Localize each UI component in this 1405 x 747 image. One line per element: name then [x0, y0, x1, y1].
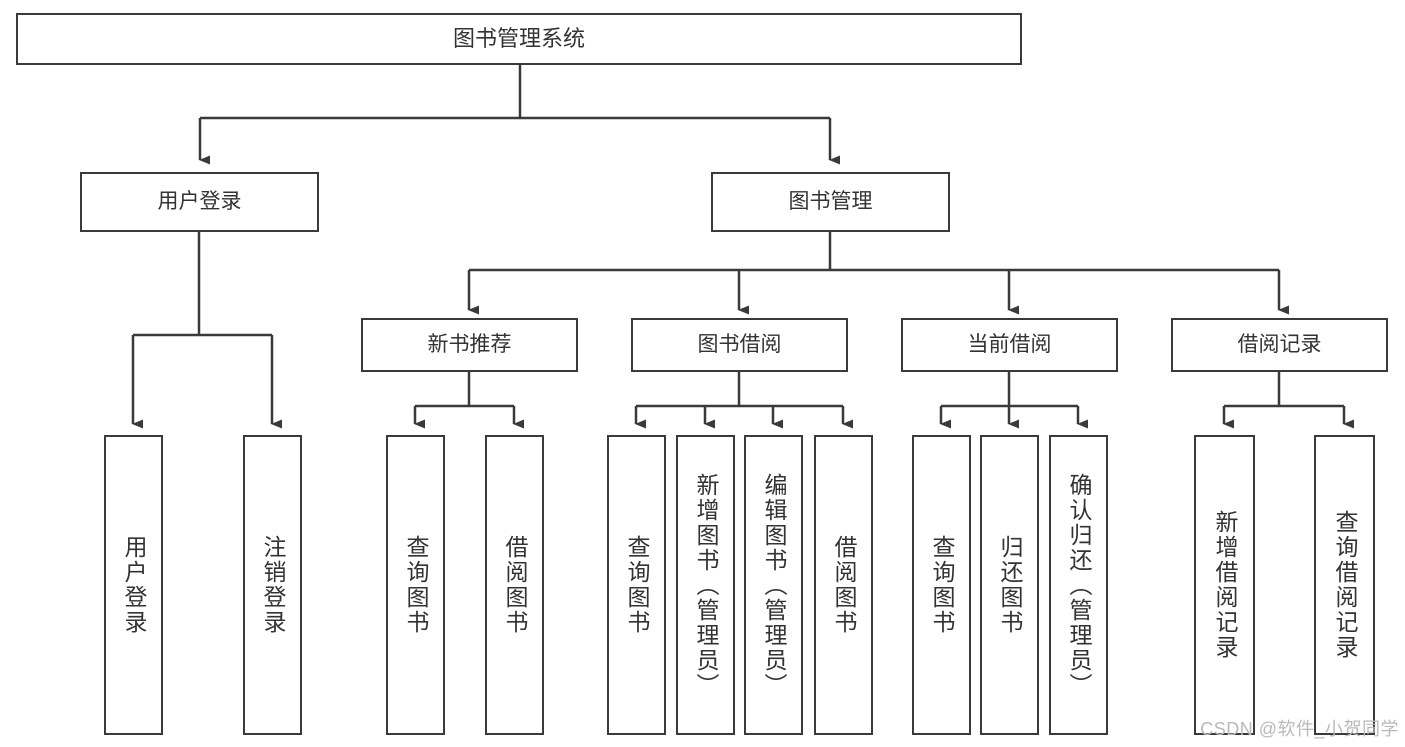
- leaf-edit-book-admin-label: 编辑图书（管理员）: [761, 472, 787, 698]
- leaf-borrow-book-recommend-label: 借阅图书: [502, 535, 528, 635]
- node-book-borrow[interactable]: 图书借阅: [631, 318, 848, 372]
- node-new-book-recommend[interactable]: 新书推荐: [361, 318, 578, 372]
- node-book-management-label: 图书管理: [788, 189, 873, 213]
- leaf-query-book-borrow[interactable]: 查询图书: [607, 435, 666, 735]
- leaf-return-book-label: 归还图书: [997, 535, 1023, 635]
- node-book-management[interactable]: 图书管理: [711, 172, 950, 232]
- leaf-query-book-borrow-label: 查询图书: [624, 535, 650, 635]
- leaf-borrow-book-label: 借阅图书: [831, 535, 857, 635]
- node-user-login-label: 用户登录: [157, 189, 242, 213]
- leaf-borrow-book[interactable]: 借阅图书: [814, 435, 873, 735]
- node-borrow-records[interactable]: 借阅记录: [1171, 318, 1388, 372]
- node-root[interactable]: 图书管理系统: [16, 13, 1022, 65]
- leaf-add-book-admin[interactable]: 新增图书（管理员）: [676, 435, 735, 735]
- leaf-query-book-current[interactable]: 查询图书: [912, 435, 971, 735]
- leaf-confirm-return-admin-label: 确认归还（管理员）: [1066, 472, 1092, 698]
- leaf-user-login-label: 用户登录: [121, 535, 147, 635]
- leaf-add-borrow-record-label: 新增借阅记录: [1212, 510, 1238, 660]
- node-book-borrow-label: 图书借阅: [697, 332, 782, 356]
- leaf-add-book-admin-label: 新增图书（管理员）: [693, 472, 719, 698]
- node-root-label: 图书管理系统: [452, 26, 585, 52]
- leaf-confirm-return-admin[interactable]: 确认归还（管理员）: [1049, 435, 1108, 735]
- leaf-borrow-book-recommend[interactable]: 借阅图书: [485, 435, 544, 735]
- leaf-query-borrow-record-label: 查询借阅记录: [1332, 510, 1358, 660]
- node-current-borrow[interactable]: 当前借阅: [901, 318, 1118, 372]
- leaf-logout-label: 注销登录: [260, 535, 286, 635]
- node-borrow-records-label: 借阅记录: [1237, 332, 1322, 356]
- leaf-add-borrow-record[interactable]: 新增借阅记录: [1194, 435, 1255, 735]
- leaf-query-book-recommend-label: 查询图书: [403, 535, 429, 635]
- node-new-book-recommend-label: 新书推荐: [427, 332, 512, 356]
- leaf-return-book[interactable]: 归还图书: [980, 435, 1039, 735]
- leaf-edit-book-admin[interactable]: 编辑图书（管理员）: [744, 435, 803, 735]
- leaf-query-borrow-record[interactable]: 查询借阅记录: [1314, 435, 1375, 735]
- node-current-borrow-label: 当前借阅: [967, 332, 1052, 356]
- leaf-query-book-current-label: 查询图书: [929, 535, 955, 635]
- watermark-text: CSDN @软件_小贺同学: [1200, 719, 1399, 739]
- node-user-login[interactable]: 用户登录: [80, 172, 319, 232]
- leaf-logout[interactable]: 注销登录: [243, 435, 302, 735]
- leaf-query-book-recommend[interactable]: 查询图书: [386, 435, 445, 735]
- leaf-user-login[interactable]: 用户登录: [104, 435, 163, 735]
